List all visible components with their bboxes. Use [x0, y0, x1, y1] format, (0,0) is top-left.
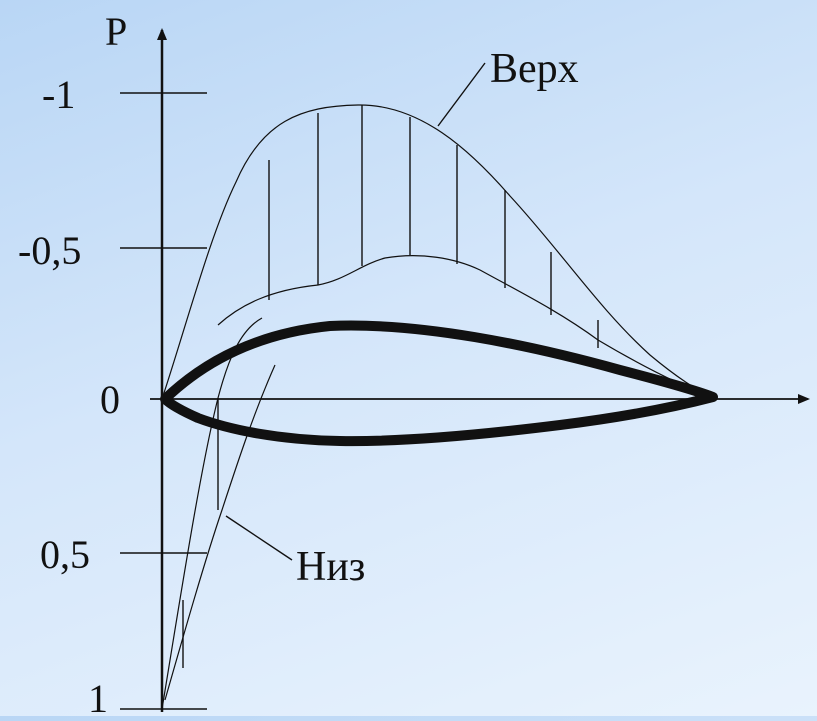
y-tick-label: 0,5	[40, 532, 90, 577]
upper-label-leader	[437, 62, 486, 127]
upper-pressure-curve	[161, 104, 716, 400]
y-tick-label: -1	[42, 72, 75, 117]
y-tick-label: -0,5	[18, 228, 81, 273]
pressure-hatching	[182, 105, 599, 668]
airfoil-profile	[160, 320, 718, 447]
upper-inner-curve	[217, 255, 716, 400]
y-tick-label: 0	[100, 377, 120, 422]
lower-label-leader	[225, 515, 293, 561]
y-axis-title: P	[105, 9, 127, 54]
lower-pressure-curve	[161, 317, 263, 710]
upper-curve-label: Верх	[490, 46, 579, 92]
y-tick-label: 1	[88, 676, 108, 716]
lower-curve-label: Низ	[296, 544, 365, 590]
lower-inner-curve	[164, 364, 276, 701]
